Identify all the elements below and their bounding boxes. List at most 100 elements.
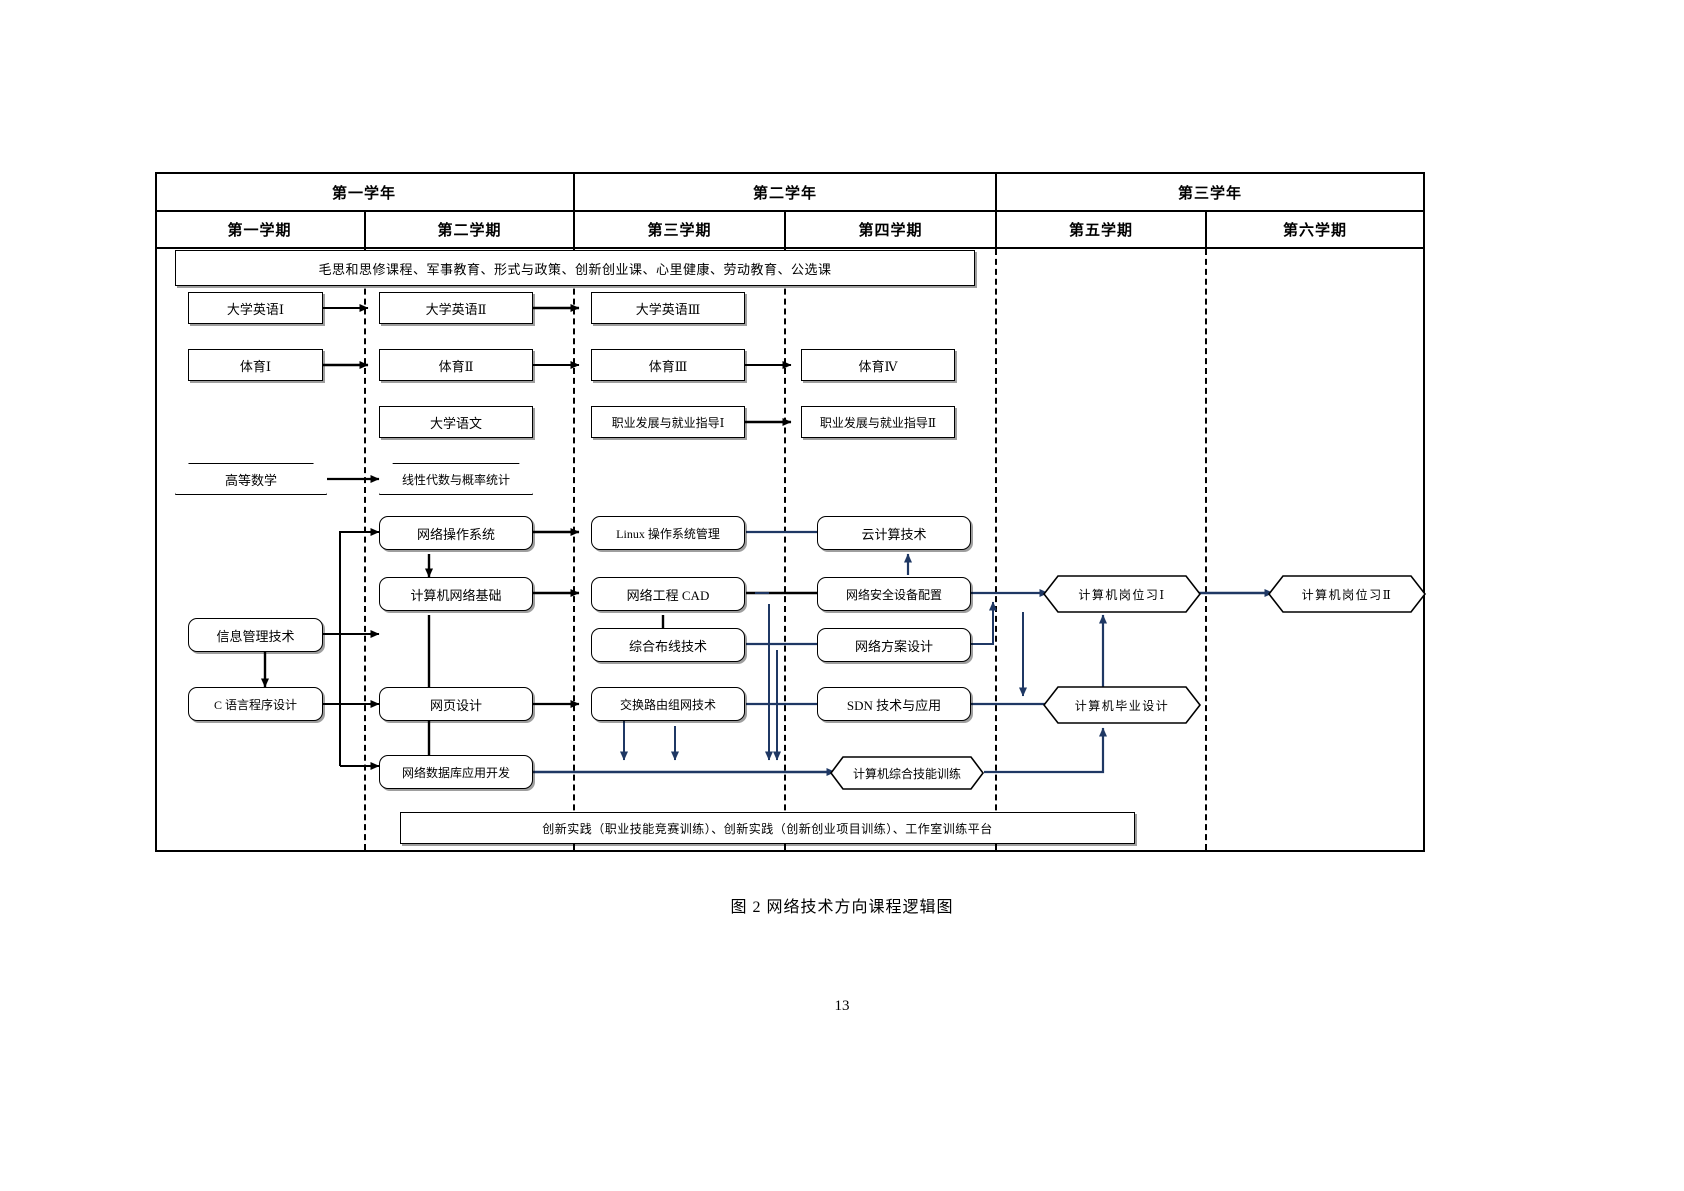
- frame-top-border: [155, 172, 1425, 174]
- node-advanced-math-label: 高等数学: [224, 472, 277, 488]
- node-graduation-project[interactable]: 计算机毕业设计: [1043, 686, 1201, 724]
- lane-divider-3: [784, 249, 786, 850]
- node-pe-4-label: 体育Ⅳ: [858, 358, 898, 374]
- node-bottom-banner-label: 创新实践（职业技能竞赛训练）、创新实践（创新创业项目训练）、工作室训练平台: [542, 821, 993, 836]
- node-linux-admin[interactable]: Linux 操作系统管理: [591, 516, 745, 550]
- term-header-2: 第二学期: [366, 212, 573, 247]
- term-header-4-label: 第四学期: [858, 223, 923, 239]
- node-skill-training[interactable]: 计算机综合技能训练: [830, 756, 984, 790]
- node-college-chinese[interactable]: 大学语文: [379, 406, 533, 438]
- node-pe-2[interactable]: 体育Ⅱ: [379, 349, 533, 381]
- frame-term-divider: [155, 247, 1425, 249]
- node-pe-1[interactable]: 体育Ⅰ: [188, 349, 323, 381]
- node-structured-cabling-label: 综合布线技术: [628, 638, 707, 654]
- lane-divider-2: [573, 249, 575, 850]
- frame-left-border: [155, 172, 157, 852]
- lane-divider-1: [364, 249, 366, 850]
- node-pe-2-label: 体育Ⅱ: [438, 358, 474, 374]
- node-internship-1[interactable]: 计算机岗位习Ⅰ: [1043, 575, 1201, 613]
- node-internship-2[interactable]: 计算机岗位习Ⅱ: [1268, 575, 1426, 613]
- term-header-1-label: 第一学期: [227, 223, 292, 239]
- term-separator-3: [784, 210, 786, 248]
- node-career-guidance-2[interactable]: 职业发展与就业指导Ⅱ: [801, 406, 955, 438]
- node-sdn[interactable]: SDN 技术与应用: [817, 687, 971, 721]
- frame-bottom-border: [155, 850, 1425, 852]
- node-network-os-label: 网络操作系统: [416, 526, 495, 542]
- node-graduation-project-label: 计算机毕业设计: [1074, 698, 1170, 713]
- node-internship-2-label: 计算机岗位习Ⅱ: [1301, 587, 1393, 602]
- year-header-2-label: 第二学年: [752, 185, 817, 202]
- node-network-security-label: 网络安全设备配置: [845, 587, 942, 602]
- node-network-cad-label: 网络工程 CAD: [626, 587, 710, 603]
- term-header-3: 第三学期: [575, 212, 784, 247]
- node-career-guidance-1-label: 职业发展与就业指导Ⅰ: [611, 415, 725, 430]
- node-c-language[interactable]: C 语言程序设计: [188, 687, 323, 721]
- node-network-scheme[interactable]: 网络方案设计: [817, 628, 971, 662]
- node-english-1[interactable]: 大学英语Ⅰ: [188, 292, 323, 324]
- node-switch-routing[interactable]: 交换路由组网技术: [591, 687, 745, 721]
- node-pe-1-label: 体育Ⅰ: [239, 358, 272, 374]
- node-c-language-label: C 语言程序设计: [213, 697, 297, 712]
- year-header-1-label: 第一学年: [331, 185, 396, 202]
- year-header-3: 第三学年: [997, 174, 1423, 210]
- node-career-guidance-2-label: 职业发展与就业指导Ⅱ: [819, 415, 937, 430]
- node-english-2[interactable]: 大学英语Ⅱ: [379, 292, 533, 324]
- node-advanced-math[interactable]: 高等数学: [175, 463, 327, 495]
- node-linear-algebra-label: 线性代数与概率统计: [401, 472, 510, 487]
- node-pe-3-label: 体育Ⅲ: [648, 358, 688, 374]
- year-separator-1: [573, 172, 575, 248]
- node-network-scheme-label: 网络方案设计: [854, 638, 933, 654]
- page-number-text: 13: [834, 998, 850, 1014]
- term-header-1: 第一学期: [155, 212, 364, 247]
- node-info-management[interactable]: 信息管理技术: [188, 618, 323, 652]
- node-english-3[interactable]: 大学英语Ⅲ: [591, 292, 745, 324]
- lane-divider-5: [1205, 249, 1207, 850]
- node-network-database[interactable]: 网络数据库应用开发: [379, 755, 533, 789]
- node-advanced-math-shape: [175, 463, 327, 495]
- node-bottom-banner[interactable]: 创新实践（职业技能竞赛训练）、创新实践（创新创业项目训练）、工作室训练平台: [400, 812, 1135, 844]
- node-career-guidance-1[interactable]: 职业发展与就业指导Ⅰ: [591, 406, 745, 438]
- node-linear-algebra[interactable]: 线性代数与概率统计: [379, 463, 533, 495]
- frame-year-divider: [155, 210, 1425, 212]
- term-header-5-label: 第五学期: [1068, 223, 1133, 239]
- figure-caption: 图 2 网络技术方向课程逻辑图: [0, 893, 1684, 917]
- term-separator-1: [364, 210, 366, 248]
- frame-right-border: [1423, 172, 1425, 852]
- node-top-banner[interactable]: 毛思和思修课程、军事教育、形式与政策、创新创业课、心里健康、劳动教育、公选课: [175, 250, 975, 286]
- term-header-5: 第五学期: [997, 212, 1205, 247]
- node-cloud-computing[interactable]: 云计算技术: [817, 516, 971, 550]
- node-network-os[interactable]: 网络操作系统: [379, 516, 533, 550]
- year-header-3-label: 第三学年: [1177, 185, 1242, 202]
- course-logic-diagram: 第一学年 第二学年 第三学年 第一学期 第二学期 第三学期 第四学期 第五学期 …: [155, 172, 1426, 852]
- node-switch-routing-label: 交换路由组网技术: [619, 697, 716, 712]
- node-skill-training-label: 计算机综合技能训练: [852, 766, 961, 781]
- node-english-1-label: 大学英语Ⅰ: [226, 301, 285, 317]
- node-info-management-label: 信息管理技术: [216, 628, 295, 644]
- node-network-basics-label: 计算机网络基础: [410, 587, 502, 603]
- node-top-banner-label: 毛思和思修课程、军事教育、形式与政策、创新创业课、心里健康、劳动教育、公选课: [318, 261, 832, 277]
- term-header-3-label: 第三学期: [647, 223, 712, 239]
- figure-caption-text: 图 2 网络技术方向课程逻辑图: [730, 899, 954, 916]
- node-network-security[interactable]: 网络安全设备配置: [817, 577, 971, 611]
- node-web-design[interactable]: 网页设计: [379, 687, 533, 721]
- page-number: 13: [0, 998, 1684, 1015]
- node-structured-cabling[interactable]: 综合布线技术: [591, 628, 745, 662]
- node-english-2-label: 大学英语Ⅱ: [425, 301, 487, 317]
- node-network-basics[interactable]: 计算机网络基础: [379, 577, 533, 611]
- node-pe-3[interactable]: 体育Ⅲ: [591, 349, 745, 381]
- year-header-1: 第一学年: [155, 174, 573, 210]
- node-web-design-label: 网页设计: [429, 697, 482, 713]
- node-sdn-label: SDN 技术与应用: [846, 697, 942, 713]
- node-internship-1-label: 计算机岗位习Ⅰ: [1078, 587, 1166, 602]
- node-network-cad[interactable]: 网络工程 CAD: [591, 577, 745, 611]
- term-header-4: 第四学期: [786, 212, 995, 247]
- node-college-chinese-label: 大学语文: [429, 415, 482, 431]
- year-header-2: 第二学年: [575, 174, 995, 210]
- node-pe-4[interactable]: 体育Ⅳ: [801, 349, 955, 381]
- term-header-2-label: 第二学期: [437, 223, 502, 239]
- term-header-6: 第六学期: [1207, 212, 1423, 247]
- lane-divider-4: [995, 249, 997, 850]
- node-network-database-label: 网络数据库应用开发: [401, 765, 510, 780]
- node-linux-admin-label: Linux 操作系统管理: [616, 526, 720, 541]
